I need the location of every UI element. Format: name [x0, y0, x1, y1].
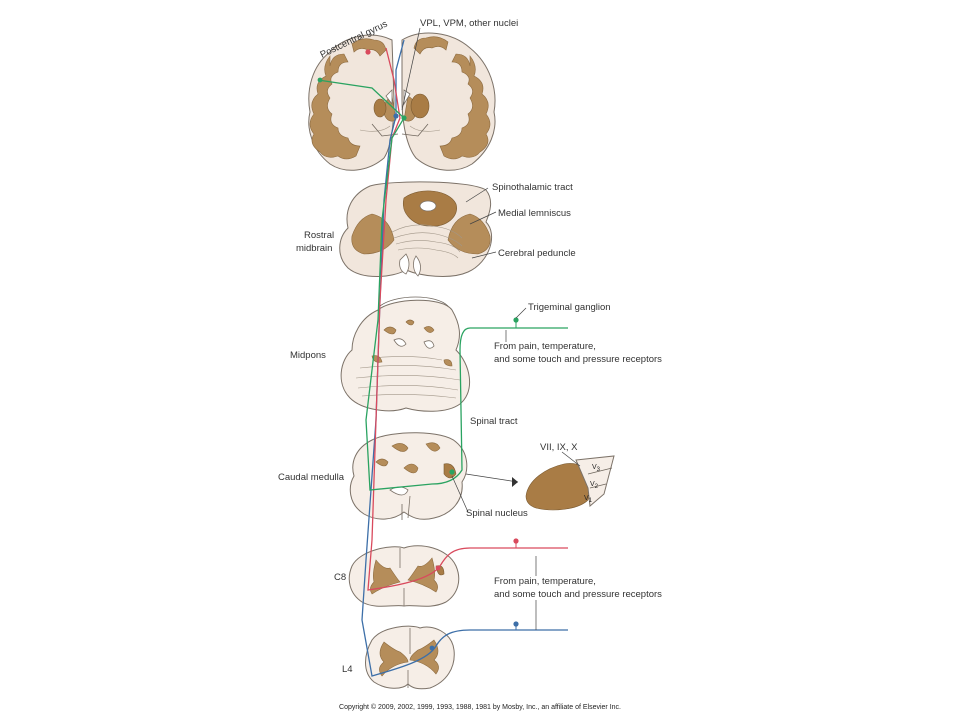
label-spinal-tract: Spinal tract	[470, 416, 518, 427]
c8-spinal-cord-section	[348, 545, 460, 607]
caudal-medulla-section	[349, 432, 468, 520]
label-medial-lemniscus: Medial lemniscus	[498, 208, 571, 219]
trigeminal-pain-pathway	[317, 77, 568, 491]
label-v2: V2	[590, 481, 599, 490]
label-l4: L4	[342, 664, 353, 675]
label-spinothalamic-tract: Spinothalamic tract	[492, 182, 573, 193]
copyright-notice: Copyright © 2009, 2002, 1999, 1993, 1988…	[339, 703, 621, 711]
label-spinal-nucleus: Spinal nucleus	[466, 508, 528, 519]
label-receptors-upper-1: From pain, temperature,	[494, 341, 596, 352]
label-receptors-lower-2: and some touch and pressure receptors	[494, 589, 662, 600]
label-c8: C8	[334, 572, 346, 583]
midpons-section	[340, 296, 471, 412]
label-receptors-upper-2: and some touch and pressure receptors	[494, 354, 662, 365]
l4-spinal-cord-section	[365, 625, 455, 690]
spinal-nucleus-enlargement	[465, 455, 615, 511]
label-caudal-medulla: Caudal medulla	[278, 472, 345, 483]
label-midbrain: midbrain	[296, 243, 332, 254]
leader-lines	[401, 27, 581, 630]
label-vpl-vpm: VPL, VPM, other nuclei	[420, 18, 518, 29]
label-trigeminal-ganglion: Trigeminal ganglion	[528, 302, 611, 313]
c8-pain-pathway	[365, 47, 568, 591]
label-rostral: Rostral	[304, 230, 334, 241]
label-midpons: Midpons	[290, 350, 326, 361]
label-cerebral-peduncle: Cerebral peduncle	[498, 248, 576, 259]
label-v3: V3	[592, 464, 601, 473]
rostral-midbrain-section	[339, 181, 493, 277]
label-vii-ix-x: VII, IX, X	[540, 442, 578, 453]
label-receptors-lower-1: From pain, temperature,	[494, 576, 596, 587]
label-v1: V1	[584, 495, 593, 504]
